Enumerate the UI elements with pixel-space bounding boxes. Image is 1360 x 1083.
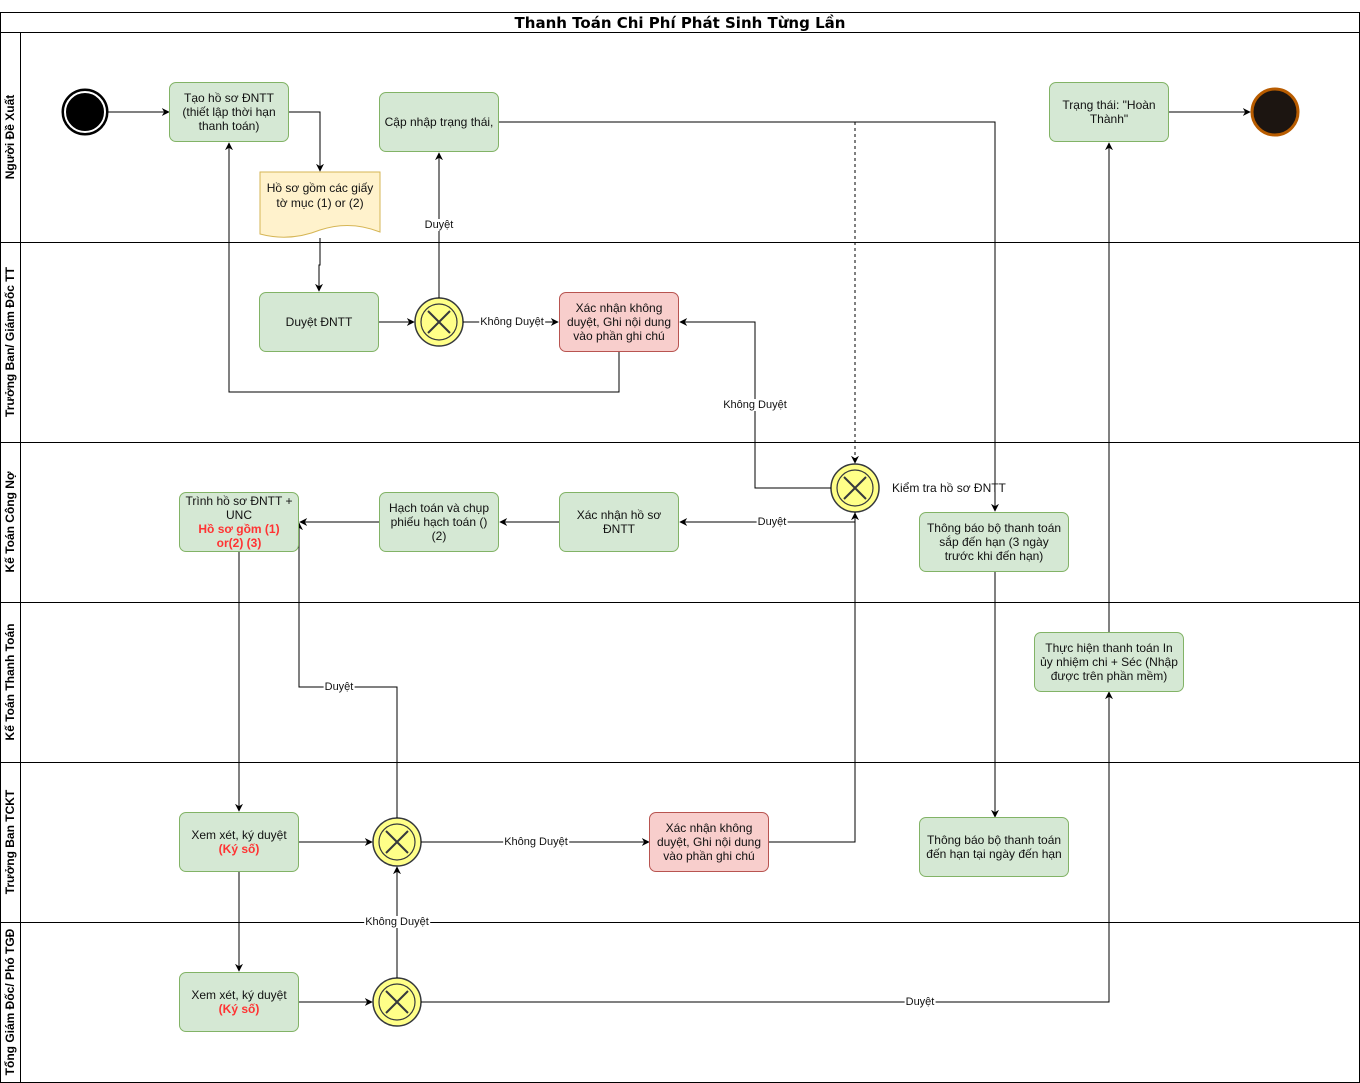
gateway-tgd <box>372 977 422 1027</box>
task-thuc-hien-thanh-toan[interactable]: Thực hiện thanh toán In ủy nhiệm chi + S… <box>1034 632 1184 692</box>
edge-label-khong-duyet: Không Duyệt <box>722 399 788 411</box>
lane-label-truong-ban-giam-doc-tt: Trưởng Ban/ Giám Đốc TT <box>3 266 17 417</box>
start-event-ring <box>64 91 106 133</box>
edge-gateway-tgd-to-thuchien <box>421 691 1113 1003</box>
task-hach-toan[interactable]: Hạch toán và chụp phiếu hạch toán () (2) <box>379 492 499 552</box>
lane-label-truong-ban-tckt: Trưởng Ban TCKT <box>3 789 17 894</box>
edge-label-duyet: Duyệt <box>323 681 355 693</box>
edge-label-khong-duyet: Không Duyệt <box>364 916 430 928</box>
task-cap-nhap-trang-thai[interactable]: Cập nhập trạng thái, <box>379 92 499 152</box>
task-xem-xet-tgd[interactable]: Xem xét, ký duyệt (Ký số) <box>179 972 299 1032</box>
task-xac-nhan-ho-so[interactable]: Xác nhận hồ sơ ĐNTT <box>559 492 679 552</box>
note-ho-so-gom: Hồ sơ gồm các giấy tờ mục (1) or (2) <box>266 181 374 210</box>
gateway-kiem-tra <box>830 463 880 513</box>
task-trinh-ho-so-line1: Trình hồ sơ ĐNTT + UNC <box>185 494 293 522</box>
task-xac-nhan-khong-duyet-1[interactable]: Xác nhận không duyệt, Ghi nội dung vào p… <box>559 292 679 352</box>
task-trinh-ho-so-line2: Hồ sơ gồm (1) or(2) (3) <box>198 522 280 550</box>
lane-label-tong-giam-doc: Tổng Giám Đốc/ Phó TGĐ <box>3 928 17 1075</box>
edge-label-khong-duyet: Không Duyệt <box>503 836 569 848</box>
edge-label-khong-duyet: Không Duyệt <box>479 316 545 328</box>
edge-reject1-to-tao <box>225 142 620 393</box>
edge-label-duyet: Duyệt <box>904 996 936 1008</box>
label-kiem-tra-ho-so: Kiểm tra hồ sơ ĐNTT <box>892 481 1006 495</box>
edge-reject2-to-kiemtra <box>769 512 859 843</box>
edge-doc-to-duyet <box>315 238 323 292</box>
task-tao-ho-so[interactable]: Tạo hồ sơ ĐNTT (thiết lập thời hạn thanh… <box>169 82 289 142</box>
start-event <box>61 88 109 136</box>
task-thong-bao-sap-den-han[interactable]: Thông báo bộ thanh toán sắp đến hạn (3 n… <box>919 512 1069 572</box>
task-xem-xet-tckt-line1: Xem xét, ký duyệt <box>191 828 287 842</box>
document-shape <box>259 171 381 238</box>
edge-label-duyet: Duyệt <box>756 516 788 528</box>
edge-capnhap-to-thongbao <box>499 121 999 512</box>
task-thong-bao-den-han[interactable]: Thông báo bộ thanh toán đến hạn tại ngày… <box>919 817 1069 877</box>
edge-tao-to-doc <box>289 111 324 172</box>
edge-gateway-tckt-to-trinh <box>295 522 398 818</box>
lane-label-nguoi-de-xuat: Người Đề Xuất <box>3 95 17 180</box>
task-trinh-ho-so[interactable]: Trình hồ sơ ĐNTT + UNC Hồ sơ gồm (1) or(… <box>179 492 299 552</box>
diagram-title: Thanh Toán Chi Phí Phát Sinh Từng Lần <box>515 14 846 32</box>
task-xem-xet-tckt-line2: (Ký số) <box>218 842 260 856</box>
lane-label-ke-toan-cong-no: Kế Toán Công Nợ <box>3 471 17 572</box>
gateway-tckt <box>372 817 422 867</box>
lane-label-ke-toan-thanh-toan: Kế Toán Thanh Toán <box>3 624 17 741</box>
task-xac-nhan-khong-duyet-2[interactable]: Xác nhận không duyệt, Ghi nội dung vào p… <box>649 812 769 872</box>
edge-label-duyet: Duyệt <box>423 219 455 231</box>
task-xem-xet-tckt[interactable]: Xem xét, ký duyệt (Ký số) <box>179 812 299 872</box>
task-xem-xet-tgd-line2: (Ký số) <box>218 1002 260 1016</box>
end-event <box>1250 87 1300 137</box>
task-duyet-dntt[interactable]: Duyệt ĐNTT <box>259 292 379 352</box>
gateway-duyet-dntt <box>414 297 464 347</box>
task-trang-thai-hoan-thanh[interactable]: Trạng thái: "Hoàn Thành" <box>1049 82 1169 142</box>
task-xem-xet-tgd-line1: Xem xét, ký duyệt <box>191 988 287 1002</box>
